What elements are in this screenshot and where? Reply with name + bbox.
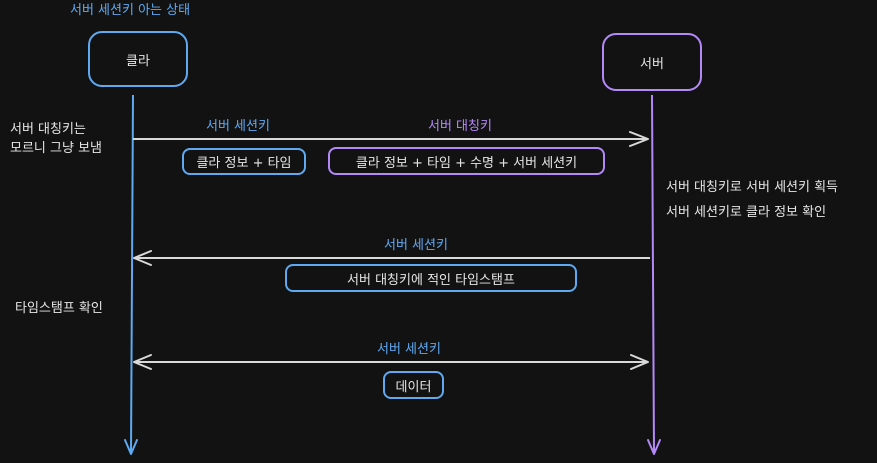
client-note-line-2: 모르니 그냥 보냄 [10,141,102,156]
server-actor-box: 서버 [602,33,702,91]
client-note-line-1: 서버 대칭키는 [10,122,86,137]
message-1-symmetric-key-label: 서버 대칭키 [428,119,492,134]
server-note-line-2: 서버 세션키로 클라 정보 확인 [666,205,827,220]
client-lifeline [124,94,138,455]
client-actor-box: 클라 [88,31,188,87]
message-arrow-client-to-server [133,131,649,147]
message-3-session-key-label: 서버 세션키 [377,342,441,357]
message-2-session-key-label: 서버 세션키 [384,238,448,253]
message-arrow-bidirectional [133,354,649,370]
client-timestamp-note: 타임스탬프 확인 [15,301,103,316]
message-3-payload: 데이터 [383,371,444,399]
server-lifeline [647,94,661,455]
message-1-session-key-label: 서버 세션키 [206,119,270,134]
message-arrow-server-to-client [133,250,650,266]
server-note-line-1: 서버 대칭키로 서버 세션키 획득 [666,180,839,195]
diagram-title: 서버 세션키 아는 상태 [70,3,191,18]
message-1-payload-ticket: 클라 정보 + 타임 + 수명 + 서버 세션키 [328,147,605,175]
message-1-payload-session: 클라 정보 + 타임 [182,148,306,175]
message-2-payload: 서버 대칭키에 적인 타임스탬프 [285,264,577,292]
